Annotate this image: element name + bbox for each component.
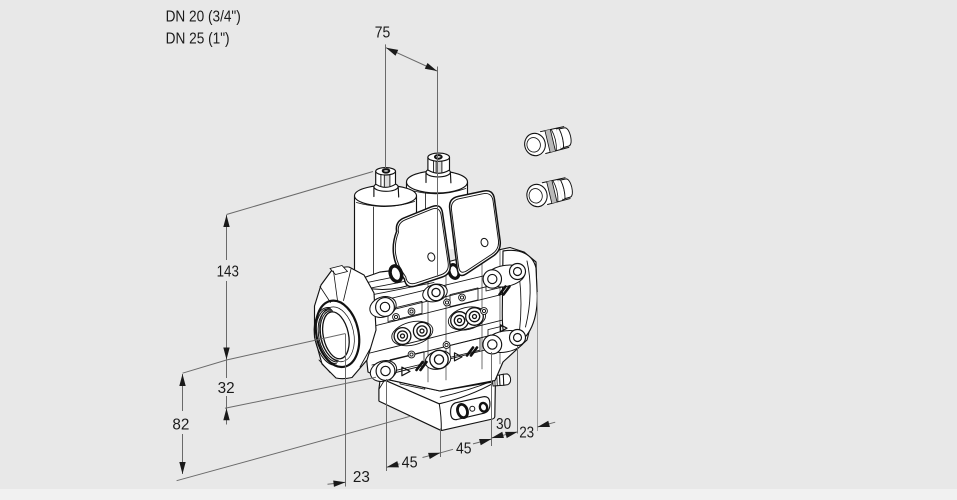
svg-text:45: 45 bbox=[402, 454, 418, 471]
svg-text:75: 75 bbox=[375, 24, 391, 41]
svg-text:45: 45 bbox=[456, 441, 472, 458]
svg-text:DN 25 (1"): DN 25 (1") bbox=[166, 31, 230, 48]
svg-text:143: 143 bbox=[217, 263, 239, 280]
svg-text:82: 82 bbox=[172, 417, 189, 434]
svg-text:30: 30 bbox=[496, 416, 512, 433]
svg-text:23: 23 bbox=[519, 424, 534, 441]
svg-text:23: 23 bbox=[353, 469, 370, 486]
svg-text:32: 32 bbox=[218, 380, 235, 397]
svg-text:DN 20 (3/4"): DN 20 (3/4") bbox=[166, 8, 241, 25]
